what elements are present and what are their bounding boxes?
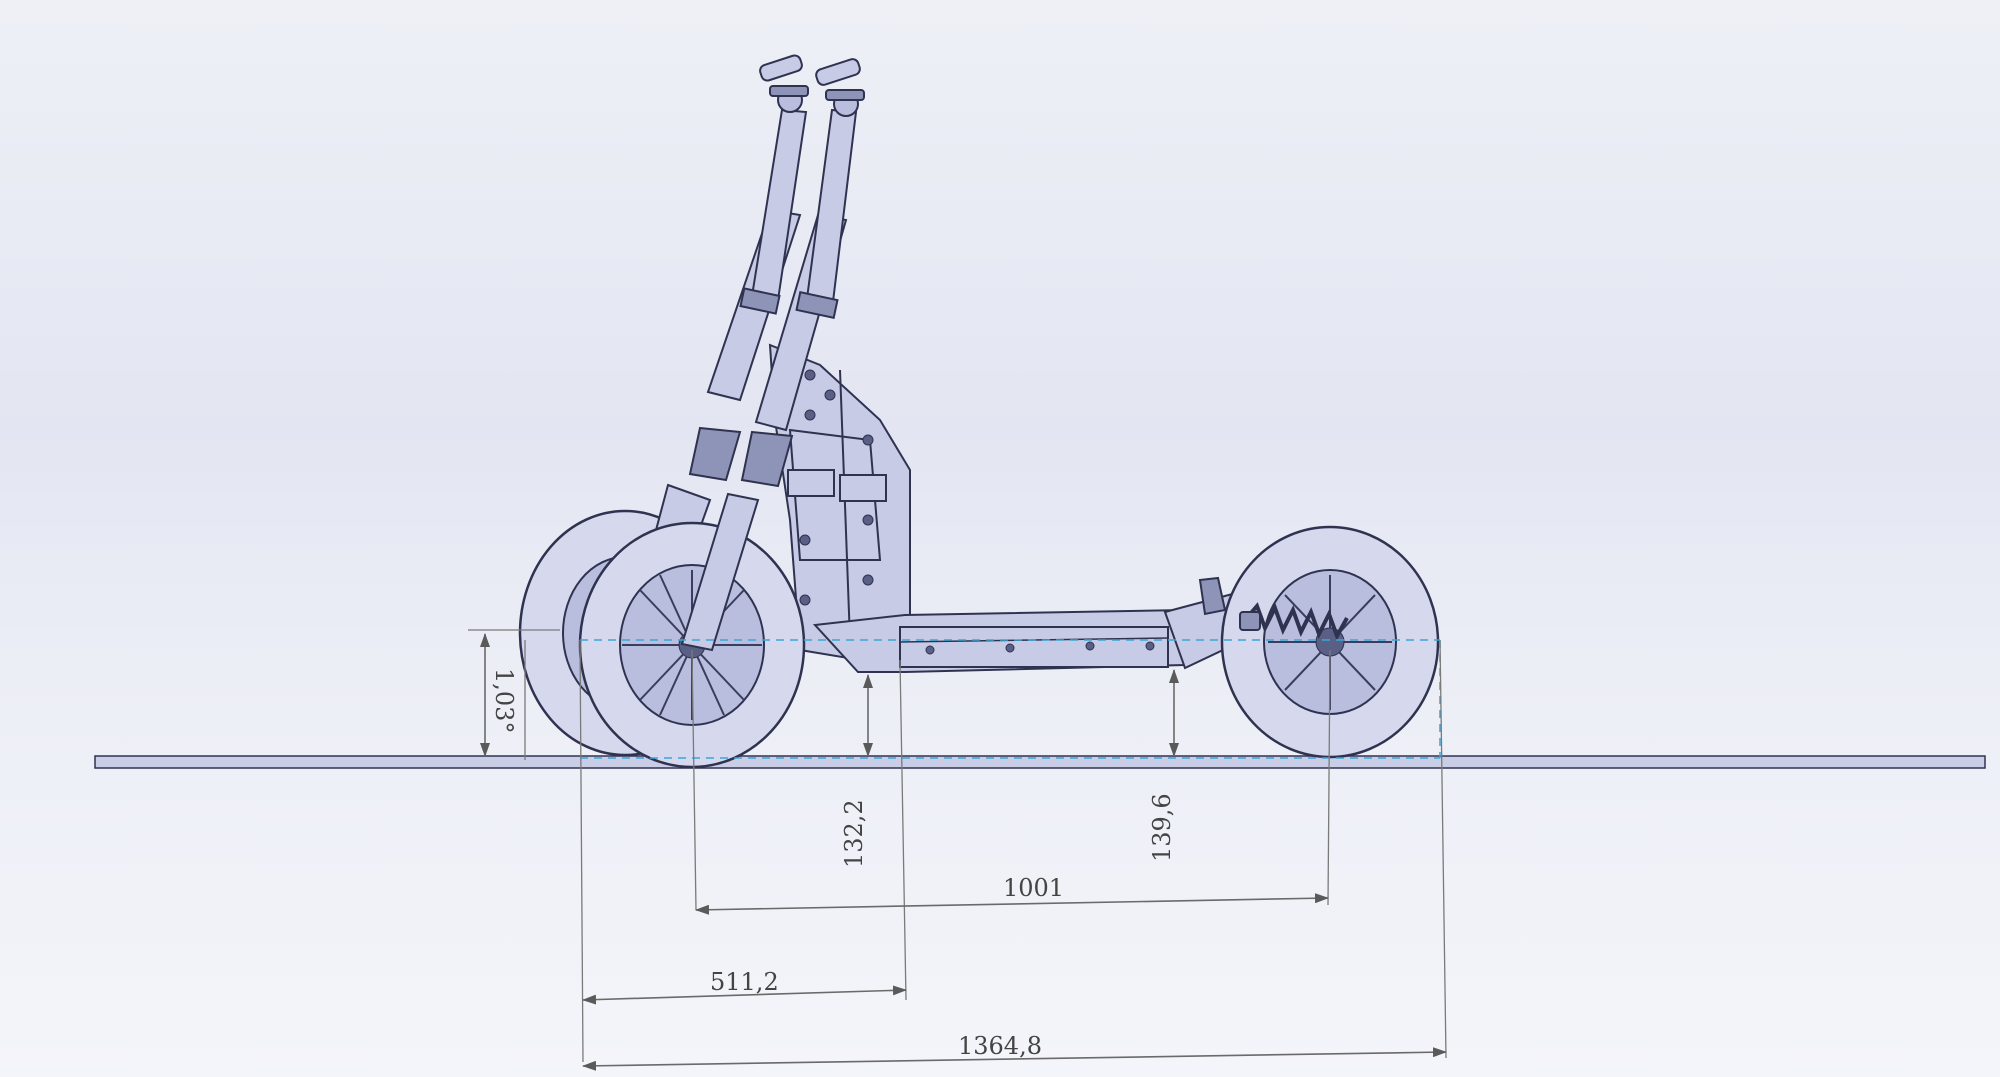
dim-line-front-to-deck bbox=[582, 985, 907, 1005]
dim-angle-label: 1,03° bbox=[490, 668, 518, 733]
deck bbox=[812, 608, 1186, 673]
dim-line-wheelbase bbox=[695, 893, 1329, 915]
handlebars bbox=[759, 54, 865, 117]
rear-wheel bbox=[1220, 525, 1440, 759]
front-fork-front bbox=[680, 108, 858, 652]
dim-front-deck-height-label: 132,2 bbox=[840, 799, 868, 868]
ground-plane bbox=[94, 755, 1986, 769]
extension-lines bbox=[468, 629, 1447, 1063]
dim-front-to-deck-label: 511,2 bbox=[710, 968, 779, 996]
rear-shock bbox=[1239, 602, 1349, 641]
dimension-lines bbox=[480, 633, 1447, 1071]
dim-overall-length-label: 1364,8 bbox=[958, 1032, 1042, 1060]
dim-wheelbase-label: 1001 bbox=[1003, 874, 1064, 902]
dim-rear-deck-height-label: 139,6 bbox=[1148, 793, 1176, 862]
dim-line-overall-length bbox=[582, 1047, 1447, 1071]
